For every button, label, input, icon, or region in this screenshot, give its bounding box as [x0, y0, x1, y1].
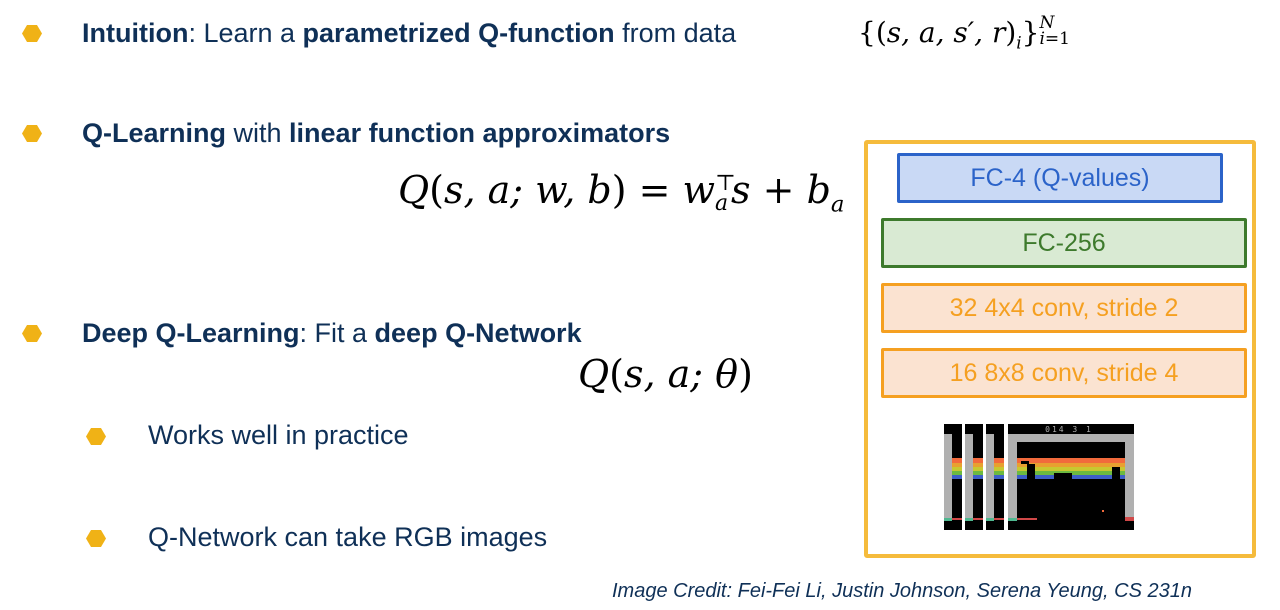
- layer-fc4: FC-4 (Q-values): [897, 153, 1223, 203]
- bold-term: Deep Q-Learning: [82, 318, 300, 348]
- layer-conv2: 32 4x4 conv, stride 2: [881, 283, 1247, 333]
- bullet-deep-q-learning: Deep Q-Learning: Fit a deep Q-Network: [82, 318, 582, 349]
- text-segment: with: [226, 118, 290, 148]
- atari-frame-back-3: [986, 424, 1004, 530]
- layer-label: 16 8x8 conv, stride 4: [949, 358, 1179, 387]
- bullet-hexagon-icon: [22, 325, 42, 342]
- atari-frame-back-1: [944, 424, 962, 530]
- bold-term: Q-Learning: [82, 118, 227, 148]
- atari-frame-back-2: [965, 424, 983, 530]
- bold-term: Intuition: [82, 18, 189, 48]
- atari-input-frames: 014 3 1: [944, 424, 1134, 530]
- layer-label: 32 4x4 conv, stride 2: [949, 293, 1179, 322]
- bullet-intuition: Intuition: Learn a parametrized Q-functi…: [82, 18, 736, 49]
- text-segment: : Learn a: [188, 18, 303, 48]
- bold-term: parametrized Q-function: [302, 18, 615, 48]
- layer-fc256: FC-256: [881, 218, 1247, 268]
- bullet-hexagon-icon: [86, 530, 106, 547]
- bold-term: linear function approximators: [289, 118, 671, 148]
- sub-bullet-works-well: Works well in practice: [148, 420, 409, 450]
- image-credit: Image Credit: Fei-Fei Li, Justin Johnson…: [612, 580, 1192, 602]
- text-segment: : Fit a: [299, 318, 375, 348]
- bullet-hexagon-icon: [86, 428, 106, 445]
- layer-label: FC-256: [1022, 228, 1106, 257]
- bold-term: deep Q-Network: [374, 318, 582, 348]
- atari-score: 014 3 1: [1045, 425, 1093, 434]
- text-segment: from data: [614, 18, 737, 48]
- atari-frame-front: 014 3 1: [1008, 424, 1134, 530]
- sub-bullet-rgb-images: Q-Network can take RGB images: [148, 522, 548, 552]
- bullet-q-learning: Q-Learning with linear function approxim…: [82, 118, 670, 149]
- layer-label: FC-4 (Q-values): [970, 163, 1150, 192]
- formula-deep-q: Q(s, a; θ): [578, 352, 753, 396]
- layer-conv1: 16 8x8 conv, stride 4: [881, 348, 1247, 398]
- dqn-architecture-diagram: FC-4 (Q-values) FC-256 32 4x4 conv, stri…: [864, 140, 1256, 558]
- bullet-hexagon-icon: [22, 125, 42, 142]
- bullet-hexagon-icon: [22, 25, 42, 42]
